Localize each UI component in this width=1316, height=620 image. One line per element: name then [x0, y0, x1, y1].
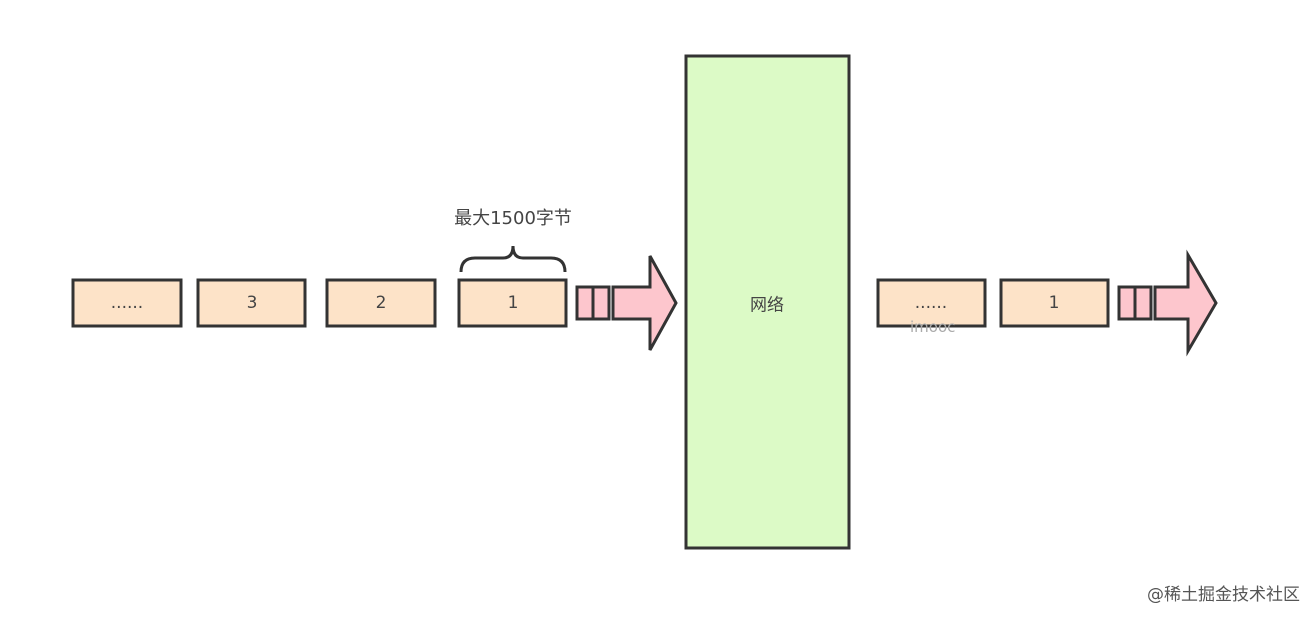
size-brace	[459, 245, 567, 273]
packet-label: 3	[246, 293, 258, 313]
packet-box-ellipsis	[71, 278, 183, 328]
footer-credit: @稀土掘金技术社区	[1147, 585, 1300, 605]
watermark: imooc	[910, 318, 956, 336]
received-packet-1	[999, 278, 1110, 328]
network-box	[684, 54, 851, 550]
packet-box-2	[325, 278, 437, 328]
packet-label: ......	[110, 293, 144, 313]
received-packet-ellipsis	[876, 278, 987, 328]
received-packet-label: ......	[914, 293, 948, 313]
small-packet	[575, 285, 595, 321]
packet-label: 2	[375, 293, 387, 313]
send-arrow-icon	[611, 255, 678, 351]
receive-arrow-icon	[1153, 249, 1218, 357]
network-label: 网络	[750, 295, 784, 316]
packet-box-1	[457, 278, 568, 328]
packet-box-3	[196, 278, 307, 328]
packet-label: 1	[507, 293, 519, 313]
size-label: 最大1500字节	[454, 208, 572, 229]
small-packet	[591, 285, 611, 321]
small-packet	[1117, 285, 1137, 321]
small-packet	[1133, 285, 1153, 321]
received-packet-label: 1	[1048, 293, 1060, 313]
